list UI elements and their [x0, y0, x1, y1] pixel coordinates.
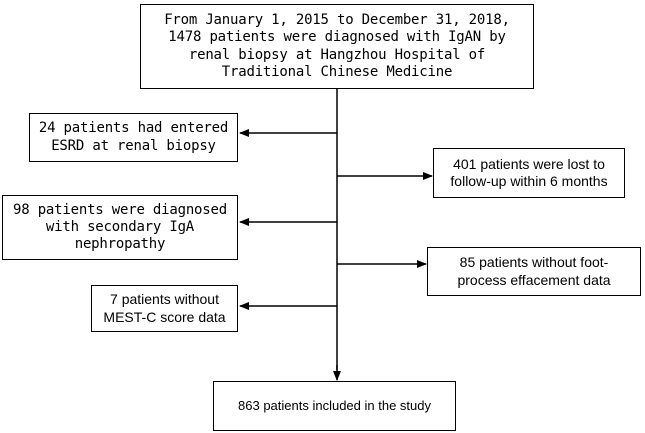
final-text: 863 patients included in the study	[238, 398, 431, 414]
excluded-secondary-box: 98 patients were diagnosed with secondar…	[2, 195, 238, 260]
excluded-mest-box: 7 patients without MEST-C score data	[91, 285, 238, 332]
excluded-foot-process-text: 85 patients without foot- process efface…	[457, 254, 611, 288]
excluded-lost-text: 401 patients were lost to follow-up with…	[450, 155, 608, 189]
start-box: From January 1, 2015 to December 31, 201…	[140, 4, 534, 89]
start-text: From January 1, 2015 to December 31, 201…	[164, 12, 510, 80]
excluded-esrd-text: 24 patients had entered ESRD at renal bi…	[38, 120, 229, 154]
final-box: 863 patients included in the study	[213, 381, 456, 431]
excluded-foot-process-box: 85 patients without foot- process efface…	[427, 247, 641, 296]
excluded-secondary-text: 98 patients were diagnosed with secondar…	[13, 201, 227, 253]
excluded-mest-text: 7 patients without MEST-C score data	[103, 291, 226, 325]
excluded-lost-box: 401 patients were lost to follow-up with…	[433, 148, 625, 198]
excluded-esrd-box: 24 patients had entered ESRD at renal bi…	[29, 113, 238, 162]
